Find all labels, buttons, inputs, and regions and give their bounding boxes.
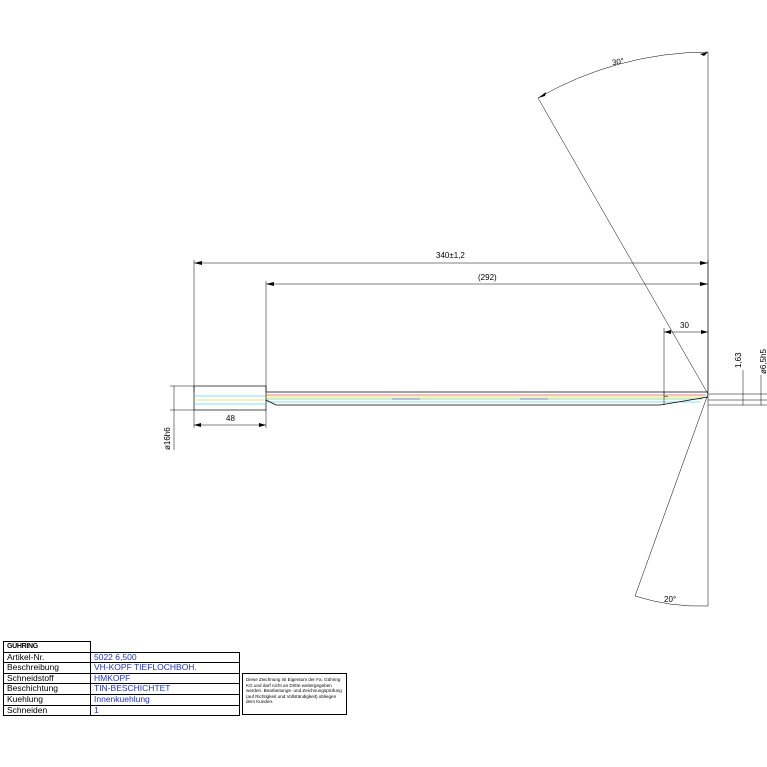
- tip-edge: [659, 396, 709, 406]
- head-diameter-label: ø6,5h5: [759, 349, 767, 374]
- title-row: Schneidstoff HMKOPF: [3, 672, 240, 685]
- row-value: 5022 6,500: [90, 651, 240, 664]
- overall-length-dimension: 340±1,2: [193, 251, 709, 392]
- row-label: Beschreibung: [3, 662, 91, 674]
- shank-outline: [193, 385, 267, 411]
- ownership-notice: Diese Zeichnung ist Eigentum der Fa. Güh…: [242, 673, 347, 715]
- row-value: Innenkuehlung: [90, 693, 240, 706]
- flute-length-label: (292): [478, 273, 497, 282]
- arrowhead: [194, 261, 202, 265]
- bottom-angle-annotation: 20°: [634, 393, 709, 607]
- title-block: GÜHRING Artikel-Nr. 5022 6,500 Beschreib…: [3, 641, 240, 717]
- tip-length-label: 30: [680, 321, 689, 330]
- title-row: Beschichtung TIN-BESCHICHTET: [3, 683, 240, 695]
- offset-label: 1,63: [734, 352, 743, 368]
- body-bottom-edge: [265, 399, 660, 406]
- row-value: VH-KOPF TIEFLOCHBOH.: [90, 662, 240, 674]
- bottom-angle-side-line: [634, 393, 709, 597]
- company-logo: GÜHRING: [3, 641, 91, 653]
- row-label: Schneiden: [3, 704, 91, 717]
- title-block-spacer: [91, 642, 240, 653]
- title-row: Kuehlung Innenkuehlung: [3, 693, 240, 706]
- arrowhead: [700, 52, 708, 56]
- arrowhead: [700, 282, 708, 286]
- tip-length-dimension: 30: [663, 321, 708, 394]
- arrowhead: [266, 282, 274, 286]
- shank-length-label: 48: [226, 414, 235, 423]
- arrowhead: [664, 330, 671, 334]
- flute-length-dimension: (292): [265, 273, 708, 392]
- title-row: Schneiden 1: [3, 704, 240, 717]
- arrowhead: [259, 423, 266, 427]
- bottom-angle-label: 20°: [664, 595, 676, 604]
- top-angle-label: 30°: [611, 56, 624, 67]
- row-label: Beschichtung: [3, 683, 91, 695]
- head-diameter-dimension: 1,63 ø6,5h5: [708, 349, 767, 406]
- shank-length-dimension: 48: [193, 410, 267, 428]
- row-value: 1: [90, 704, 240, 717]
- arrowhead: [700, 261, 708, 265]
- shank-diameter-dimension: ø16h6: [163, 385, 194, 450]
- top-angle-arc: [537, 51, 709, 99]
- arrowhead: [701, 330, 708, 334]
- row-value: HMKOPF: [90, 672, 240, 685]
- row-label: Artikel-Nr.: [3, 651, 91, 664]
- shank: [193, 385, 267, 411]
- head-detail: [663, 395, 669, 398]
- shank-diameter-label: ø16h6: [163, 427, 172, 450]
- arrowhead: [538, 92, 546, 98]
- row-value: TIN-BESCHICHTET: [90, 683, 240, 695]
- row-label: Kuehlung: [3, 693, 91, 706]
- top-angle-side-line: [537, 97, 709, 395]
- top-angle-annotation: 30°: [537, 51, 709, 395]
- arrowhead: [194, 423, 201, 427]
- title-row: Artikel-Nr. 5022 6,500: [3, 651, 240, 664]
- row-label: Schneidstoff: [3, 672, 91, 685]
- overall-length-label: 340±1,2: [436, 251, 465, 260]
- title-row: Beschreibung VH-KOPF TIEFLOCHBOH.: [3, 662, 240, 674]
- bottom-angle-arc: [634, 595, 709, 607]
- tool-body: [265, 391, 709, 406]
